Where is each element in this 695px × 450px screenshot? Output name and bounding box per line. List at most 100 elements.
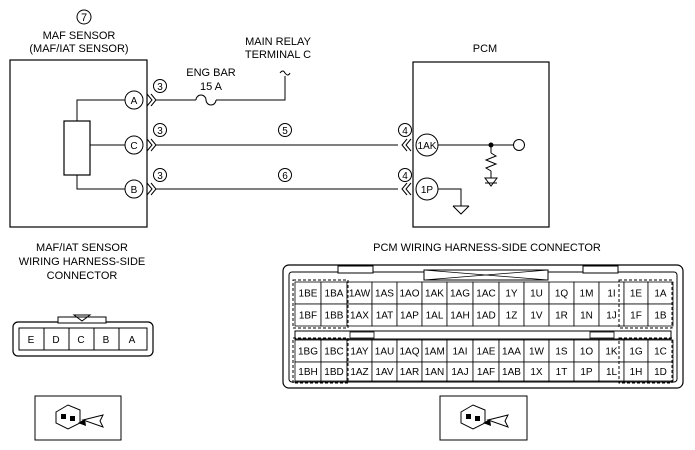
wire-marker-mid-1: 5: [278, 123, 292, 137]
maf-terminal-a: A: [124, 90, 144, 110]
pcm-pin-label: 1AH: [450, 311, 469, 322]
pcm-pin-label: 1AR: [400, 367, 419, 378]
svg-text:3: 3: [157, 82, 163, 93]
pcm-pin-label: 1Y: [505, 289, 518, 300]
pcm-pin-label: 1AG: [450, 289, 470, 300]
pcm-pin-label: 1BE: [299, 289, 318, 300]
pcm-pin-label: 1AC: [476, 289, 495, 300]
maf-connector-view-icon: [34, 395, 122, 441]
pcm-pin-label: 1BH: [298, 367, 317, 378]
pcm-pin-label: 1K: [605, 347, 618, 358]
pcm-pin-label: 1Q: [555, 289, 569, 300]
pcm-pin-label: 1AQ: [399, 347, 419, 358]
maf-connector-chevrons: [146, 93, 157, 196]
pcm-pin-label: 1Z: [506, 311, 518, 322]
maf-pin-c: C: [77, 335, 84, 346]
relay-terminal-symbol: [279, 70, 291, 76]
reference-voltage-terminal: [513, 139, 525, 151]
pcm-pin-label: 1C: [654, 347, 667, 358]
wire-marker-left-1: 3: [153, 79, 167, 93]
pcm-pin-label: 1AN: [425, 367, 444, 378]
pcm-terminal-1ak: 1AK: [415, 133, 439, 157]
maf-sensor-box: [9, 59, 148, 228]
pcm-terminal-1p: 1P: [415, 177, 439, 201]
pcm-pin-label: 1B: [654, 311, 667, 322]
pcm-pin-label: 1AE: [477, 347, 496, 358]
relay-label-line2: TERMINAL C: [245, 49, 311, 61]
maf-connector-title-2: WIRING HARNESS-SIDE: [19, 256, 146, 268]
pcm-corner-group-bottom-left: [292, 337, 349, 384]
pcm-pin-label: 1J: [606, 311, 617, 322]
pcm-pin-label: 1AJ: [451, 367, 468, 378]
wire-marker-left-2: 3: [153, 123, 167, 137]
wire-marker-left-3: 3: [153, 168, 167, 182]
pcm-pin-label: 1AM: [424, 347, 445, 358]
pcm-pin-label: 1AS: [375, 289, 394, 300]
relay-label-line1: MAIN RELAY: [245, 36, 311, 48]
svg-text:A: A: [131, 96, 138, 107]
fuse-symbol: [195, 94, 217, 106]
pcm-pin-label: 1AV: [375, 367, 393, 378]
svg-text:B: B: [131, 185, 138, 196]
pcm-pin-label: 1S: [555, 347, 568, 358]
maf-connector-title-3: CONNECTOR: [47, 270, 118, 282]
pcm-pin-label: 1BF: [299, 311, 317, 322]
pcm-title: PCM: [473, 43, 497, 55]
pcm-pin-label: 1AD: [476, 311, 495, 322]
maf-terminal-c: C: [124, 135, 144, 155]
pcm-pin-label: 1V: [530, 311, 543, 322]
pcm-corner-group-top-right: [618, 279, 673, 329]
ground-symbol-1: [484, 177, 498, 187]
svg-text:4: 4: [402, 171, 408, 182]
maf-sensor: 7 MAF SENSOR (MAF/IAT SENSOR) A C B: [9, 9, 148, 228]
wire-marker-right-2: 4: [398, 168, 412, 182]
svg-text:4: 4: [402, 126, 408, 137]
pcm-pin-label: 1AY: [350, 347, 368, 358]
pcm: PCM 1AK 1P: [412, 43, 550, 228]
maf-title-line1: MAF SENSOR: [43, 30, 116, 42]
pcm-pin-label: 1BD: [324, 367, 343, 378]
pcm-pin-label: 1BB: [325, 311, 344, 322]
pcm-pin-label: 1AI: [452, 347, 467, 358]
pcm-pin-label: 1W: [529, 347, 545, 358]
maf-pin-a: A: [129, 335, 136, 346]
svg-text:1P: 1P: [421, 185, 434, 196]
fuse-label-line2: 15 A: [200, 81, 223, 93]
pcm-pin-cell: [647, 361, 674, 382]
pcm-pin-label: 1M: [580, 289, 594, 300]
pcm-corner-group-bottom-right: [618, 337, 673, 384]
pcm-pin-label: 1X: [530, 367, 543, 378]
pcm-pin-label: 1R: [555, 311, 568, 322]
maf-element: [63, 120, 91, 176]
pcm-pin-label: 1A: [654, 289, 667, 300]
svg-text:3: 3: [157, 126, 163, 137]
maf-harness-connector: MAF/IAT SENSOR WIRING HARNESS-SIDE CONNE…: [12, 242, 154, 357]
pcm-pin-label: 1AL: [426, 311, 444, 322]
pcm-pin-label: 1F: [630, 311, 642, 322]
pcm-pin-label: 1AZ: [350, 367, 368, 378]
pcm-pin-label: 1AA: [502, 347, 521, 358]
pcm-pin-label: 1AO: [399, 289, 419, 300]
pcm-pin-label: 1AP: [400, 311, 419, 322]
maf-marker: 7: [81, 12, 87, 24]
pcm-pin-label: 1BG: [298, 347, 318, 358]
svg-text:6: 6: [282, 171, 288, 182]
maf-pin-d: D: [52, 335, 59, 346]
pcm-pin-label: 1BA: [325, 289, 344, 300]
pcm-pin-label: 1AB: [502, 367, 521, 378]
maf-marker-circle: [76, 9, 92, 25]
pcm-pin-label: 1I: [607, 289, 615, 300]
pcm-pin-label: 1E: [630, 289, 643, 300]
pcm-pin-label: 1N: [580, 311, 593, 322]
pcm-pin-label: 1L: [606, 367, 618, 378]
svg-text:3: 3: [157, 171, 163, 182]
pcm-pin-label: 1AT: [376, 311, 394, 322]
pcm-pin-label: 1H: [630, 367, 643, 378]
junction-dot: [488, 142, 494, 148]
pcm-connector-title: PCM WIRING HARNESS-SIDE CONNECTOR: [373, 242, 601, 254]
svg-text:5: 5: [282, 126, 288, 137]
pcm-pin-cell: [647, 303, 674, 327]
wire-marker-right-1: 4: [398, 123, 412, 137]
svg-text:C: C: [130, 141, 137, 152]
